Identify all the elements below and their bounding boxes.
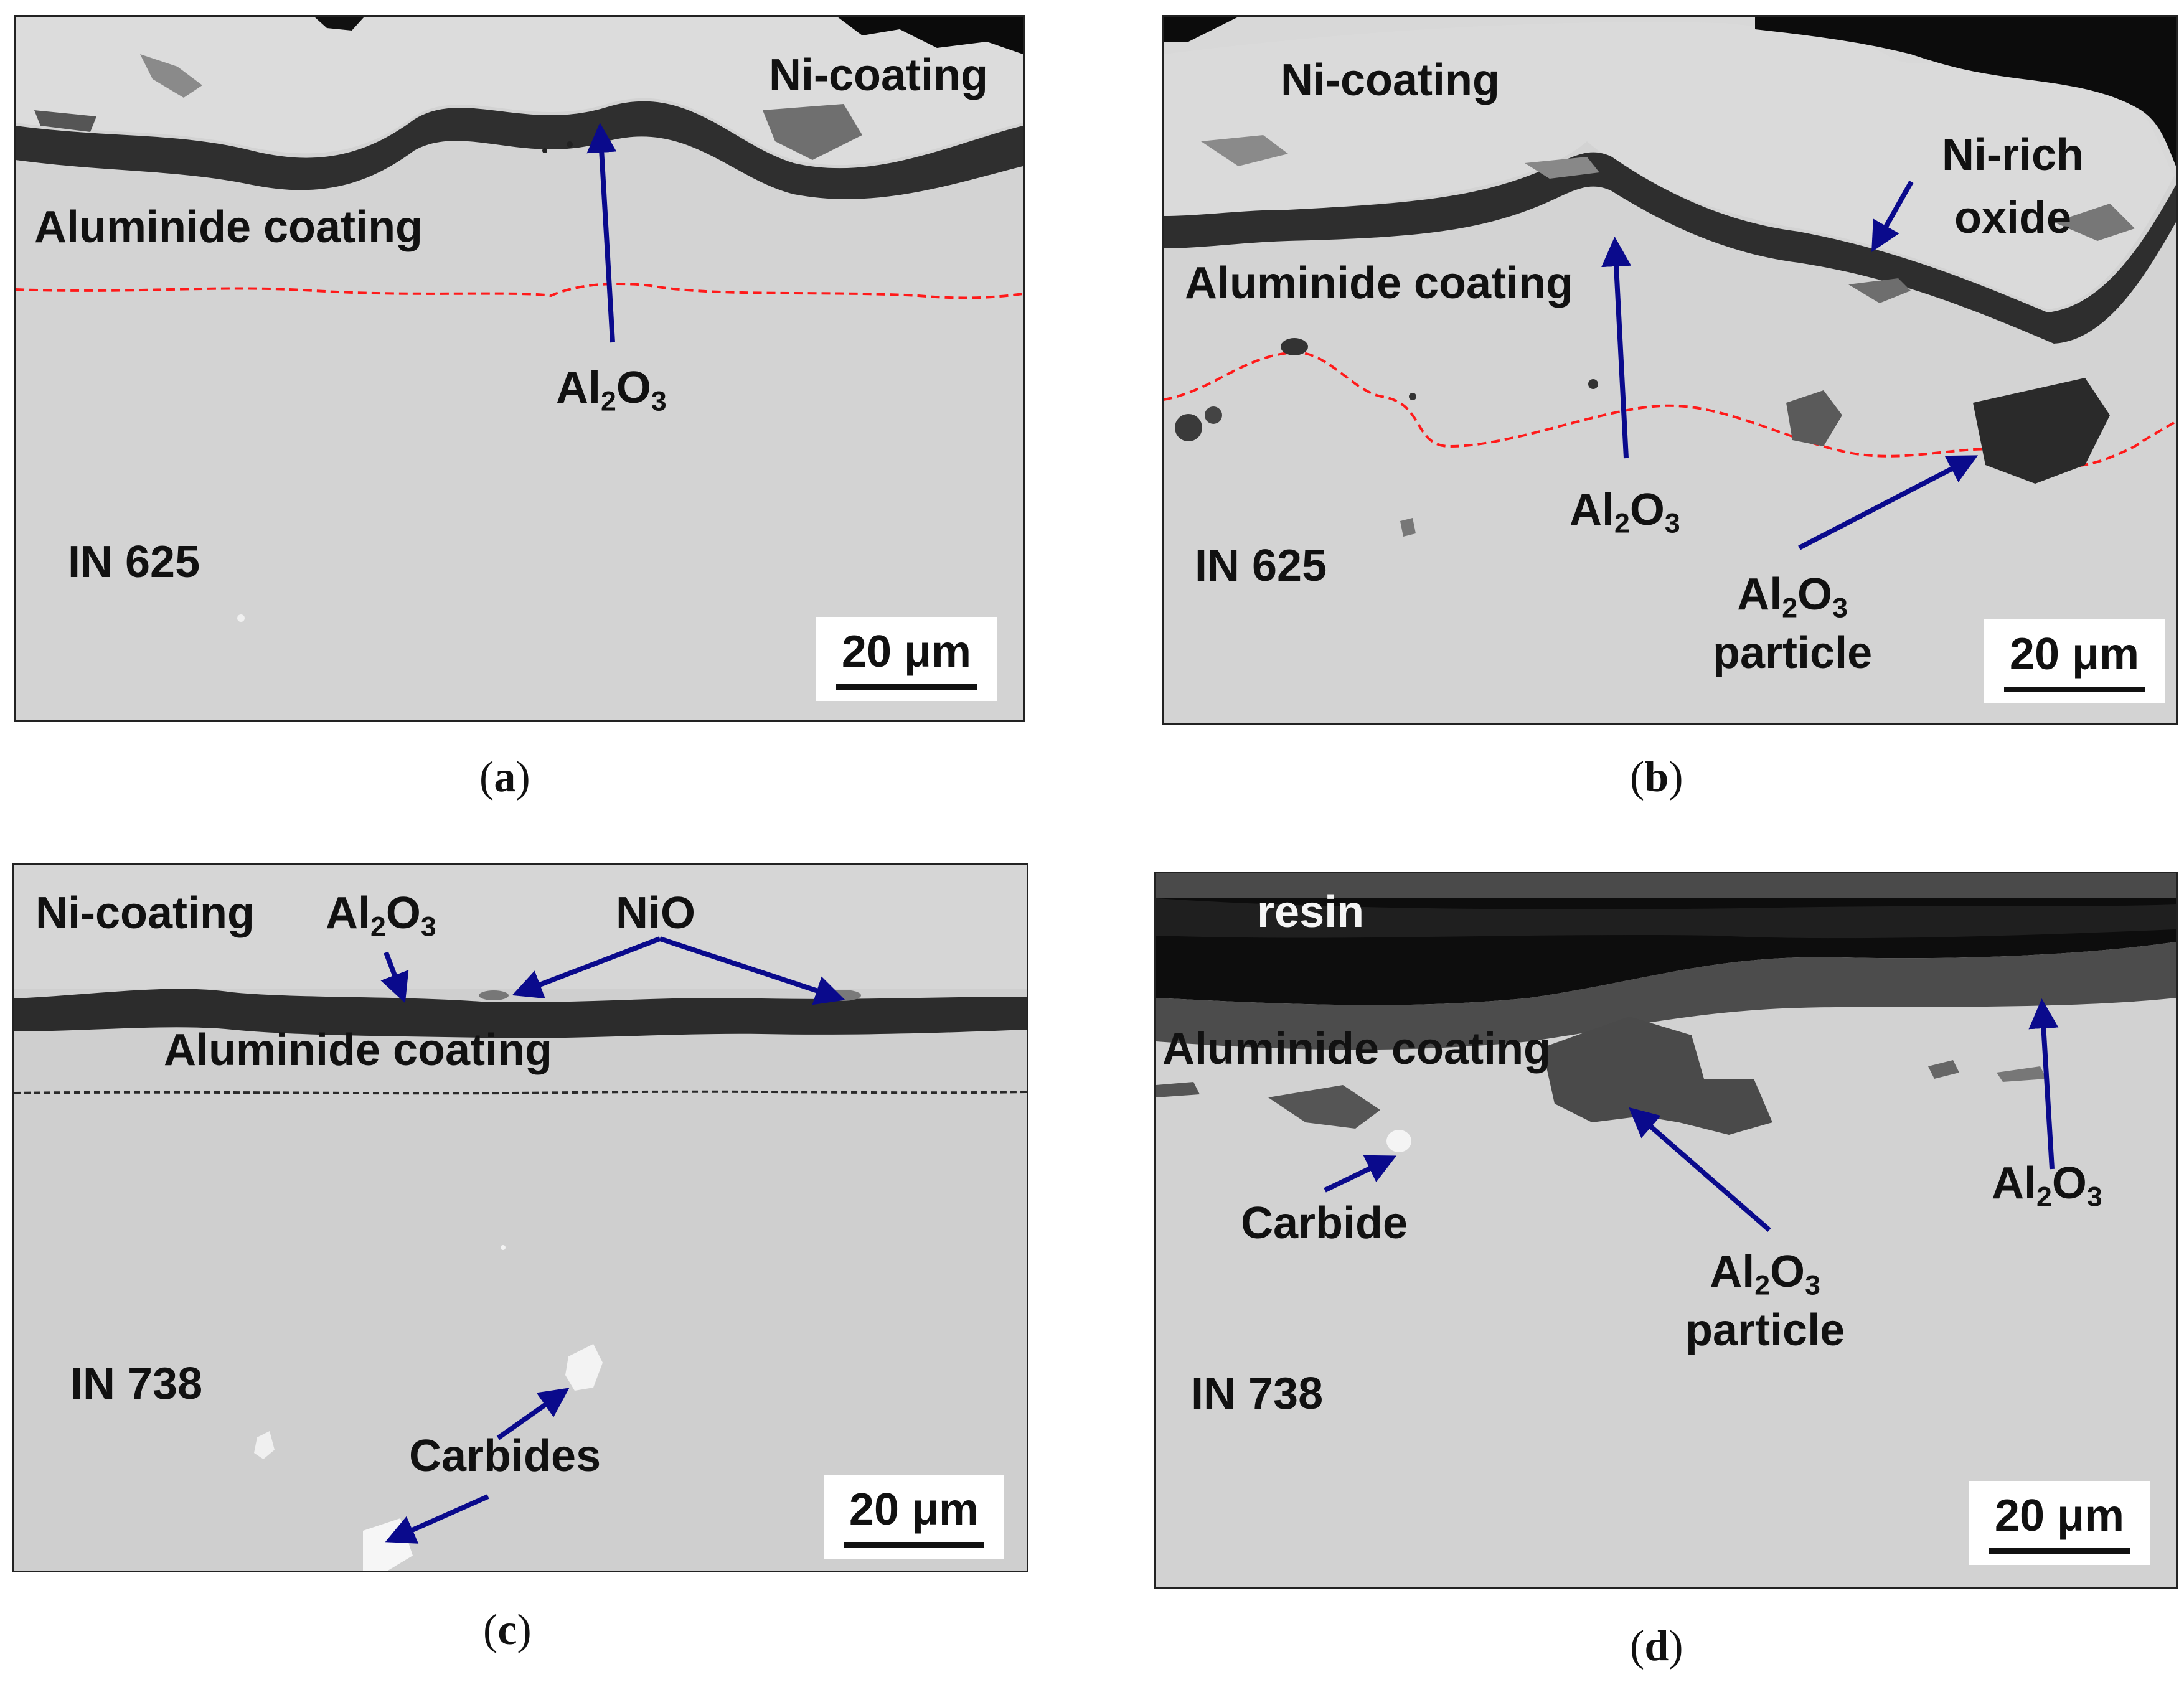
label-aluminide-b: Aluminide coating bbox=[1185, 258, 1574, 308]
scale-bar-line-c bbox=[844, 1542, 984, 1548]
panel-a-image bbox=[16, 17, 1023, 720]
scale-bar-text-b: 20 μm bbox=[2009, 629, 2140, 679]
scale-bar-text-c: 20 μm bbox=[849, 1485, 979, 1534]
label-resin-d: resin bbox=[1257, 887, 1365, 937]
label-ni-coating-a: Ni-coating bbox=[769, 50, 988, 100]
caption-a: (a) bbox=[479, 753, 530, 801]
caption-c: (c) bbox=[483, 1606, 532, 1654]
label-nio-c: NiO bbox=[616, 888, 696, 938]
panel-a-micrograph: Ni-coating Aluminide coating Al2O3 IN 62… bbox=[14, 15, 1025, 722]
caption-b: (b) bbox=[1630, 753, 1683, 801]
scale-bar-c: 20 μm bbox=[824, 1475, 1004, 1559]
label-substrate-d: IN 738 bbox=[1191, 1369, 1324, 1419]
label-carbides-c: Carbides bbox=[409, 1431, 601, 1481]
scale-bar-line-b bbox=[2004, 687, 2145, 692]
label-substrate-b: IN 625 bbox=[1195, 541, 1327, 591]
panel-c-image bbox=[14, 865, 1027, 1571]
label-al2o3-a: Al2O3 bbox=[556, 363, 667, 417]
scale-bar-a: 20 μm bbox=[816, 617, 997, 701]
label-carbide-d: Carbide bbox=[1241, 1198, 1408, 1248]
scale-bar-b: 20 μm bbox=[1984, 619, 2165, 703]
label-aluminide-d: Aluminide coating bbox=[1162, 1024, 1551, 1074]
label-substrate-a: IN 625 bbox=[68, 537, 200, 587]
label-al2o3-d: Al2O3 bbox=[1992, 1158, 2102, 1213]
panel-b-image bbox=[1164, 17, 2176, 723]
label-aluminide-a: Aluminide coating bbox=[34, 202, 423, 252]
label-al2o3-c: Al2O3 bbox=[326, 888, 436, 942]
label-substrate-c: IN 738 bbox=[70, 1359, 203, 1409]
caption-d: (d) bbox=[1630, 1622, 1683, 1670]
label-ni-coating-b: Ni-coating bbox=[1281, 55, 1500, 105]
scale-bar-line-a bbox=[836, 684, 977, 690]
scale-bar-text-a: 20 μm bbox=[841, 627, 972, 677]
label-aluminide-c: Aluminide coating bbox=[164, 1025, 553, 1075]
label-al2o3-b: Al2O3 bbox=[1570, 485, 1680, 539]
panel-d-image bbox=[1156, 873, 2176, 1587]
scale-bar-d: 20 μm bbox=[1969, 1481, 2150, 1565]
scale-bar-text-d: 20 μm bbox=[1994, 1491, 2125, 1541]
scale-bar-line-d bbox=[1989, 1548, 2130, 1554]
panel-c-micrograph: Ni-coating Al2O3 NiO Aluminide coating I… bbox=[12, 863, 1028, 1572]
label-ni-coating-c: Ni-coating bbox=[35, 888, 255, 938]
